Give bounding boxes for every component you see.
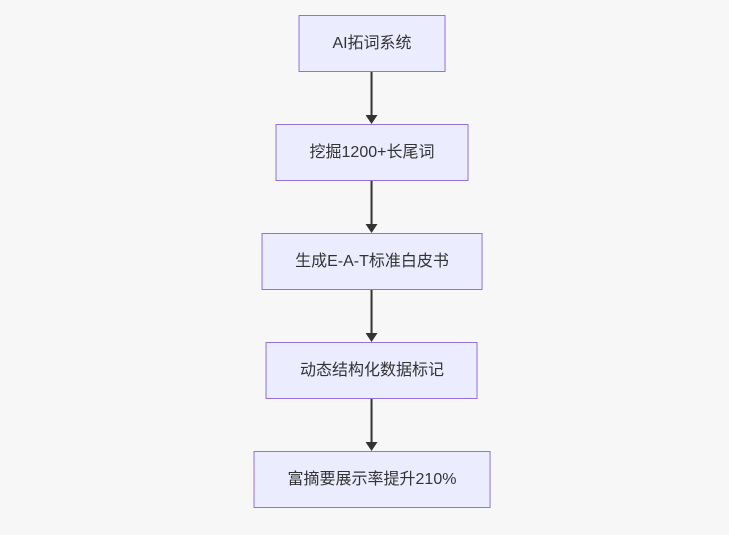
- arrow-down-icon: [366, 290, 378, 342]
- arrow-shaft: [371, 181, 373, 224]
- flow-node-label: 挖掘1200+长尾词: [309, 143, 435, 161]
- flow-node-structured-data-markup: 动态结构化数据标记: [265, 342, 478, 399]
- arrow-shaft: [371, 72, 373, 115]
- arrow-shaft: [371, 290, 373, 333]
- arrowhead-icon: [366, 333, 378, 342]
- flow-node-rich-snippet-rate: 富摘要展示率提升210%: [253, 451, 491, 508]
- arrow-down-icon: [366, 72, 378, 124]
- flow-node-eat-whitepaper: 生成E-A-T标准白皮书: [261, 233, 483, 290]
- flow-node-label: AI拓词系统: [332, 34, 412, 52]
- arrowhead-icon: [366, 442, 378, 451]
- arrow-shaft: [371, 399, 373, 442]
- arrow-down-icon: [366, 399, 378, 451]
- flowchart-column: AI拓词系统 挖掘1200+长尾词 生成E-A-T标准白皮书 动态结构化数据标记: [253, 15, 491, 508]
- arrowhead-icon: [366, 224, 378, 233]
- flow-node-label: 富摘要展示率提升210%: [287, 470, 457, 488]
- arrowhead-icon: [366, 115, 378, 124]
- flow-node-longtail-mining: 挖掘1200+长尾词: [275, 124, 469, 181]
- flow-node-ai-keyword-system: AI拓词系统: [298, 15, 446, 72]
- arrow-down-icon: [366, 181, 378, 233]
- flow-node-label: 动态结构化数据标记: [299, 361, 444, 379]
- flow-node-label: 生成E-A-T标准白皮书: [295, 252, 449, 270]
